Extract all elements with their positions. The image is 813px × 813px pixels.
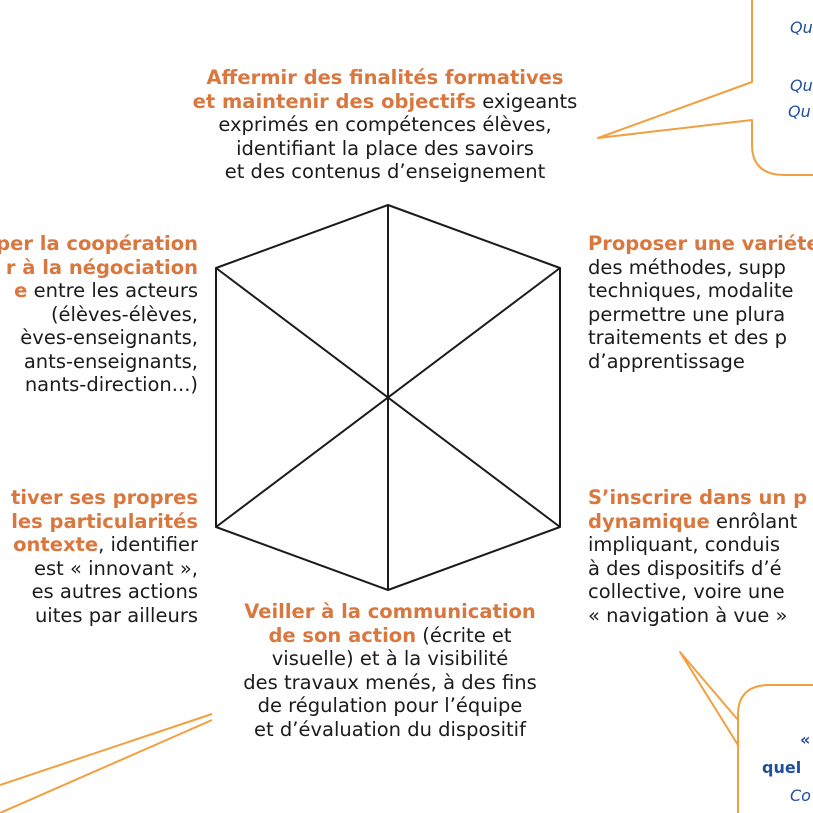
lowright-line-2-rest: enrôlant [709,509,798,533]
left-line-5: èves-enseignants, [20,326,198,349]
lowright-line-2-accent: dynamique [588,509,710,533]
top-line-3: exprimés en compétences élèves, [218,113,552,136]
left-line-3-accent: e [14,279,28,302]
bottom-line-5: de régulation pour l’équipe [257,694,523,717]
bottom-line-2-accent: de son action [268,623,417,647]
bottom-line-2-rest: (écrite et [416,623,512,647]
top-line-5: et des contenus d’enseignement [224,160,546,183]
lowleft-line-1: tiver ses propres [11,486,198,509]
callout-bottom-right-line-1: « [800,730,811,749]
right-text-block: Proposer une variéte des méthodes, supp … [588,232,813,392]
lowright-line-5: collective, voire une [588,580,785,603]
hexagon-outline [215,204,561,591]
lowleft-line-2: les particularités [11,509,198,533]
lowright-line-4: à des dispositifs d’é [588,556,782,580]
top-line-1: Affermir des finalités formatives [206,66,564,89]
top-line-4: identifiant la place des savoirs [236,136,534,160]
left-line-7: nants-direction...) [24,373,198,396]
right-line-3: techniques, modalite [588,279,794,302]
lower-left-text-block: tiver ses propres les particularités ont… [0,486,198,636]
right-line-6: d’apprentissage [588,349,745,373]
right-line-5: traitements et des p [588,326,787,349]
lower-right-text-block: S’inscrire dans un p dynamique enrôlant … [588,486,813,636]
left-line-4: (élèves-élèves, [50,302,198,326]
bottom-line-1: Veiller à la communication [244,600,536,623]
callout-top-right-line-1: Qu [790,18,813,37]
lowright-line-1: S’inscrire dans un p [588,486,808,509]
top-line-2-rest: exigeants [476,89,578,113]
callout-top-right-line-3: Qu [788,102,811,121]
lowleft-line-5: es autres actions [31,580,198,603]
lowleft-line-6: uites par ailleurs [34,603,198,627]
hexagon-diagonal-2 [215,267,561,528]
right-line-4: permettre une plura [588,302,786,326]
left-line-1: per la coopération [0,232,198,255]
right-line-2: des méthodes, supp [588,255,786,279]
bottom-line-4: des travaux menés, à des fins [243,670,537,694]
top-line-2-accent: et maintenir des objectifs [192,89,477,113]
bottom-line-3: visuelle) et à la visibilité [271,647,509,670]
bottom-text-block: Veiller à la communication de son action… [180,600,600,741]
left-line-3-rest: entre les acteurs [27,279,198,302]
left-line-2: r à la négociation [5,255,198,279]
callout-bottom-right-line-3: Co [790,786,811,805]
lowleft-line-3-accent: ontexte [13,533,99,556]
callout-top-right-outline [597,0,813,176]
right-line-1: Proposer une variéte [588,232,813,255]
lowleft-line-3-rest: , identifier [98,533,198,556]
callout-top-right-line-2: Qu [790,76,813,95]
lowright-line-3: impliquant, conduis [588,533,781,556]
hexagon-diagonal-1 [215,267,561,528]
bottom-line-6: et d’évaluation du dispositif [254,717,526,741]
callout-bottom-right-line-2: quel [762,758,802,777]
lowleft-line-4: est « innovant », [33,556,198,580]
lowright-line-6: « navigation à vue » [588,603,788,627]
top-text-block: Affermir des finalités formatives et mai… [150,66,620,184]
left-line-6: ants-enseignants, [23,349,198,373]
left-text-block: per la coopération r à la négociation e … [0,232,198,422]
